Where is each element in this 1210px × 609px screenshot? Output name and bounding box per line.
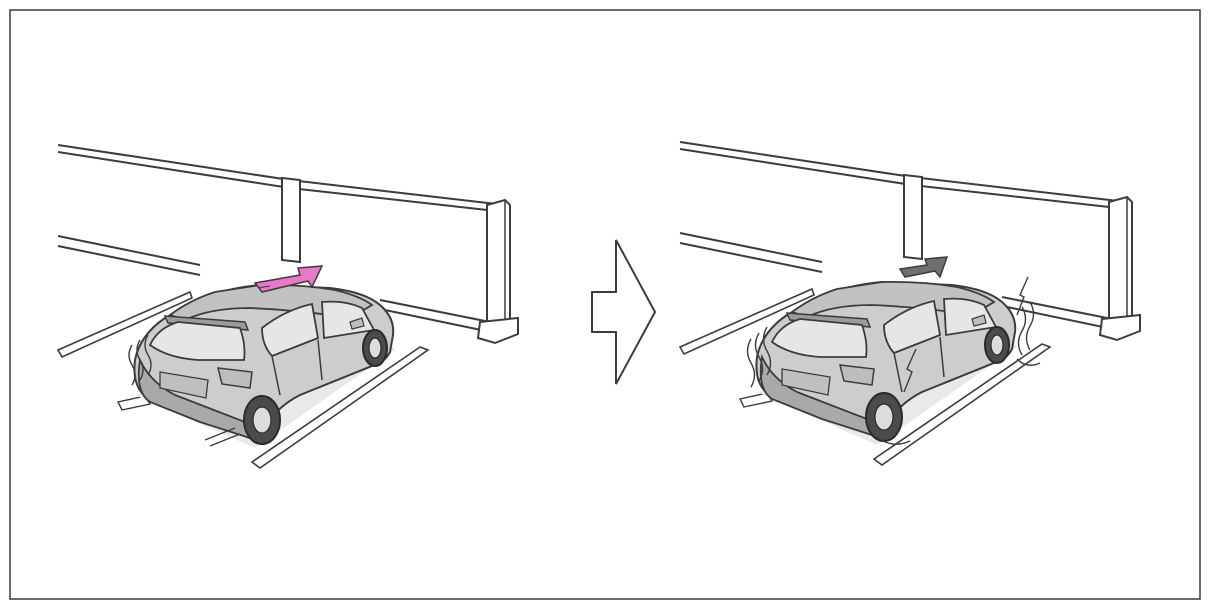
panel-after [679,141,1141,466]
panel-before [57,144,519,469]
vibration-lines-icon [746,276,1041,445]
roof-direction-arrow [898,256,949,279]
vibration-lines-icon [128,334,241,447]
right-arrow-icon [591,239,657,385]
